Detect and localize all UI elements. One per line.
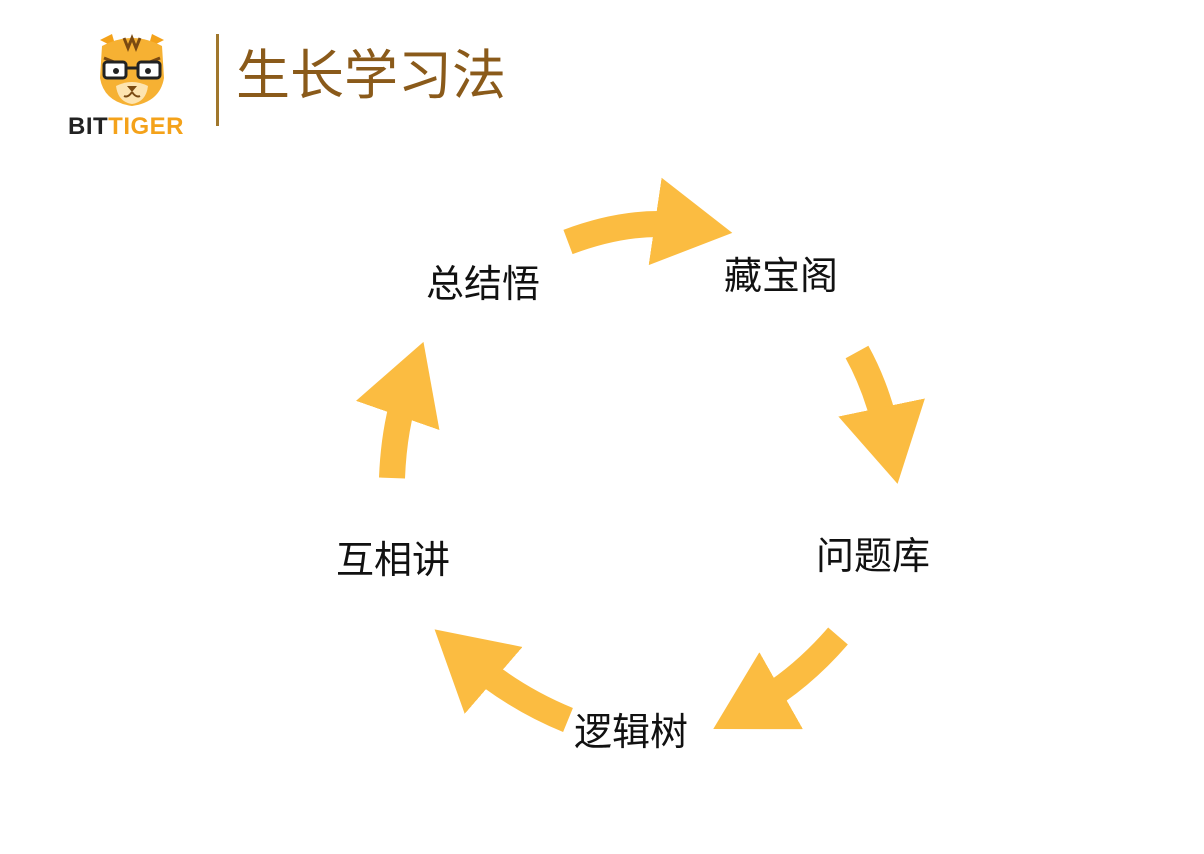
arrow-mutual-teaching-to-summary	[355, 341, 440, 479]
brand-part-bit: BIT	[68, 113, 109, 140]
arrow-question-bank-to-logic-tree	[713, 627, 848, 730]
header: BITTIGER 生长学习法	[60, 30, 580, 145]
node-mutual-teaching: 互相讲	[336, 538, 451, 582]
page-title: 生长学习法	[236, 44, 506, 107]
node-summary: 总结悟	[426, 262, 541, 306]
brand-part-tiger: TIGER	[108, 113, 185, 140]
arrow-logic-tree-to-mutual-teaching	[434, 629, 573, 733]
node-logic-tree: 逻辑树	[574, 710, 689, 754]
header-divider	[216, 34, 219, 126]
brand-wordmark: BITTIGER	[68, 113, 184, 141]
arrow-treasure-to-question-bank	[838, 345, 925, 484]
arrow-summary-to-treasure	[563, 177, 733, 266]
logo: BITTIGER	[60, 30, 210, 145]
node-question-bank: 问题库	[816, 534, 931, 578]
tiger-mascot-icon	[100, 33, 164, 106]
node-treasure: 藏宝阁	[724, 254, 839, 298]
